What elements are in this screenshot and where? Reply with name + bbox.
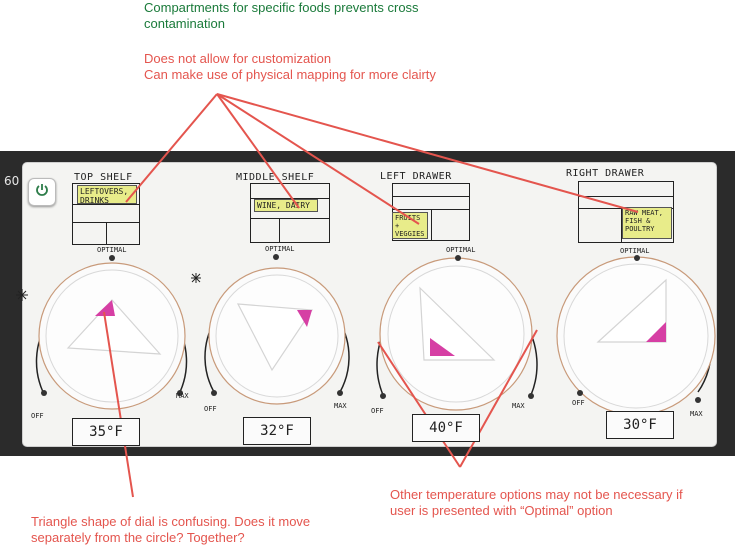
note-mapping: Can make use of physical mapping for mor… <box>144 67 436 82</box>
section-title-top-shelf: TOP SHELF <box>74 172 133 183</box>
dial-triangle <box>596 278 667 343</box>
dial-pointer <box>297 310 312 327</box>
dial-pointer <box>646 322 666 342</box>
dial-label-optimal: OPTIMAL <box>446 246 476 254</box>
note-compartments: Compartments for specific foods prevents… <box>144 0 419 31</box>
temp-readout-left-drawer: 40°F <box>412 414 480 442</box>
temp-readout-right-drawer: 30°F <box>606 411 674 439</box>
tag-left-drawer: FRUITS + VEGGIES <box>392 212 428 239</box>
note-customization-block: Does not allow for customization Can mak… <box>144 51 454 83</box>
dial-label-optimal: OPTIMAL <box>265 245 295 253</box>
annotation-lines <box>103 93 639 498</box>
tag-right-drawer: RAW MEAT, FISH & POULTRY <box>622 207 672 239</box>
snowflake-icon <box>191 273 201 283</box>
dial-pointer <box>430 338 455 356</box>
dial-triangle <box>419 286 496 361</box>
board-number: 60 <box>4 174 20 188</box>
section-title-right-drawer: RIGHT DRAWER <box>566 168 645 179</box>
dial-label-max: MAX <box>334 402 347 410</box>
tag-top-shelf: LEFTOVERS, DRINKS <box>77 185 137 205</box>
note-triangle: Triangle shape of dial is confusing. Doe… <box>31 514 311 545</box>
dial-middle-shelf[interactable] <box>204 254 350 405</box>
dial-right-drawer[interactable] <box>556 255 716 416</box>
dial-label-off: OFF <box>371 407 384 415</box>
temp-readout-middle-shelf: 32°F <box>243 417 311 445</box>
section-title-middle-shelf: MIDDLE SHELF <box>236 172 315 183</box>
dial-left-drawer[interactable] <box>376 255 538 411</box>
dial-label-optimal: OPTIMAL <box>97 246 127 254</box>
dial-label-optimal: OPTIMAL <box>620 247 650 255</box>
note-customization: Does not allow for customization <box>144 51 332 66</box>
section-title-left-drawer: LEFT DRAWER <box>380 171 452 182</box>
dial-triangle <box>66 299 162 355</box>
tag-middle-shelf: WINE, DAIRY <box>254 199 318 212</box>
dial-label-max: MAX <box>176 392 189 400</box>
snowflake-icon <box>16 289 28 301</box>
dial-triangle <box>236 303 314 372</box>
dial-label-max: MAX <box>512 402 525 410</box>
power-icon <box>34 182 50 203</box>
dial-label-off: OFF <box>572 399 585 407</box>
note-temperature: Other temperature options may not be nec… <box>390 487 683 518</box>
dial-label-max: MAX <box>690 410 703 418</box>
compartment-map-middle-shelf <box>250 183 330 243</box>
dial-pointer <box>95 300 115 316</box>
dial-label-off: OFF <box>204 405 217 413</box>
temp-readout-top-shelf: 35°F <box>72 418 140 446</box>
compartment-map-top-shelf <box>72 183 140 245</box>
dial-label-off: OFF <box>31 412 44 420</box>
dial-top-shelf[interactable] <box>35 255 188 410</box>
power-button[interactable] <box>28 178 56 206</box>
